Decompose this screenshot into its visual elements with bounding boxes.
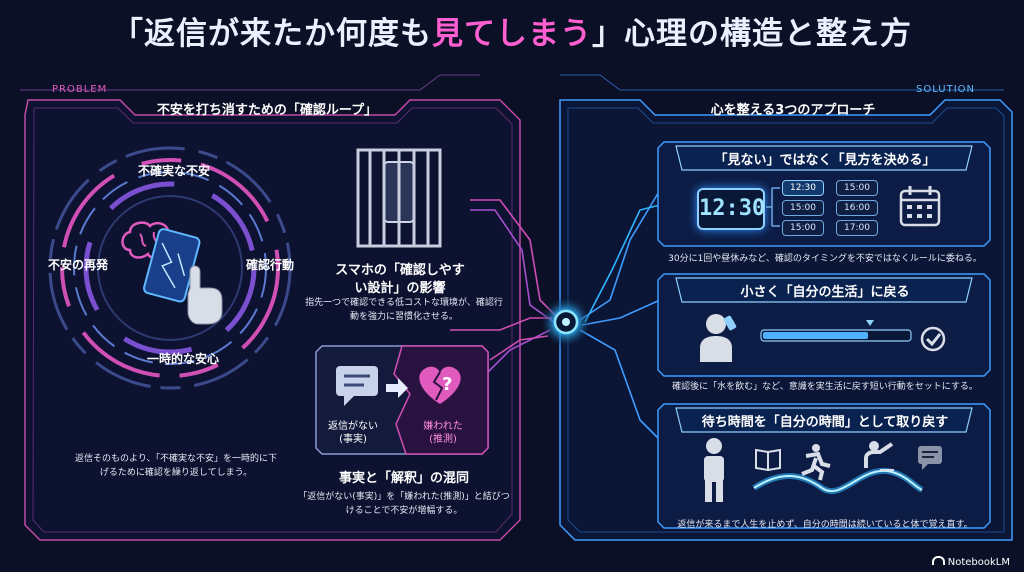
schedule-chip: 17:00 <box>836 220 878 236</box>
person-drinking-icon <box>700 314 737 362</box>
fact-label: 返信がない(事実) <box>328 421 378 445</box>
interpretation-label: 嫌われた(推測) <box>423 421 463 445</box>
schedule-chip: 15:00 <box>836 180 878 196</box>
digital-clock: 12:30 <box>697 188 765 230</box>
fact-interpretation-caption: 「返信がない(事実)」を「嫌われた(推測)」と結びつけることで不安が増幅する。 <box>298 492 510 516</box>
solution-card-title-2: 小さく「自分の生活」に戻る <box>740 285 910 300</box>
notebooklm-logo-icon <box>931 556 945 565</box>
cycle-label-checking: 確認行動 <box>246 258 295 272</box>
solution-card-caption-2: 確認後に「水を飲む」など、意識を実生活に戻す短い行動をセットにする。 <box>672 382 978 392</box>
svg-text:?: ? <box>442 374 452 395</box>
smartphone-design-heading: スマホの「確認しやすい設計」の影響 <box>335 263 465 296</box>
progress-bar <box>760 320 912 342</box>
problem-tag: PROBLEM <box>52 84 108 95</box>
solution-card-caption-1: 30分に1回や昼休みなど、確認のタイミングを不安ではなくルールに委ねる。 <box>668 254 982 264</box>
arrow-icon <box>386 378 408 398</box>
schedule-chip: 15:00 <box>782 200 824 216</box>
cycle-label-uncertain-anxiety: 不確実な不安 <box>138 164 211 178</box>
speech-bubble-icon <box>336 366 378 406</box>
solution-card-caption-3: 返信が来るまで人生を止めず、自分の時間は続いていると体で覚え直す。 <box>677 520 973 530</box>
caged-phone-icon <box>356 148 442 248</box>
schedule-chip: 15:00 <box>782 220 824 236</box>
schedule-chip: 16:00 <box>836 200 878 216</box>
solution-tag: SOLUTION <box>916 84 976 95</box>
problem-section-title: 不安を打ち消すための「確認ループ」 <box>156 103 378 118</box>
fact-interpretation-panel: ? <box>315 345 489 455</box>
cycle-label-temporary-relief: 一時的な安心 <box>147 352 220 366</box>
footer-brand: NotebookLM <box>931 556 1010 568</box>
page-title: 「返信が来たか何度も見てしまう」心理の構造と整え方 <box>112 16 912 52</box>
cycle-caption: 返信そのものより、「不確実な不安」を一時的に下げるために確認を繰り返してしまう。 <box>75 454 277 478</box>
pointing-hand-icon <box>187 265 223 325</box>
solution-section-title: 心を整える3つのアプローチ <box>710 103 876 118</box>
cycle-label-recurrence: 不安の再発 <box>48 258 109 272</box>
check-circle-icon <box>920 326 946 352</box>
standing-person-icon <box>704 438 724 502</box>
schedule-chip: 12:30 <box>782 180 824 196</box>
bracket-connector <box>766 187 780 227</box>
calendar-icon <box>899 186 941 227</box>
smartphone-design-caption: 指先一つで確認できる低コストな環境が、確認行動を強力に習慣化させる。 <box>305 298 503 322</box>
life-path-illustration <box>704 438 942 502</box>
solution-card-title-3: 待ち時間を「自分の時間」として取り戻す <box>701 415 949 430</box>
solution-card-title-1: 「見ない」ではなく「見方を決める」 <box>714 153 936 168</box>
anxiety-cycle-ring <box>48 146 292 390</box>
fact-interpretation-heading: 事実と「解釈」の混同 <box>338 471 469 486</box>
writing-person-icon <box>864 441 894 471</box>
broken-heart-icon: ? <box>419 366 461 404</box>
chat-bubble-icon <box>918 446 942 470</box>
running-person-icon <box>801 444 831 481</box>
book-icon <box>755 448 781 472</box>
